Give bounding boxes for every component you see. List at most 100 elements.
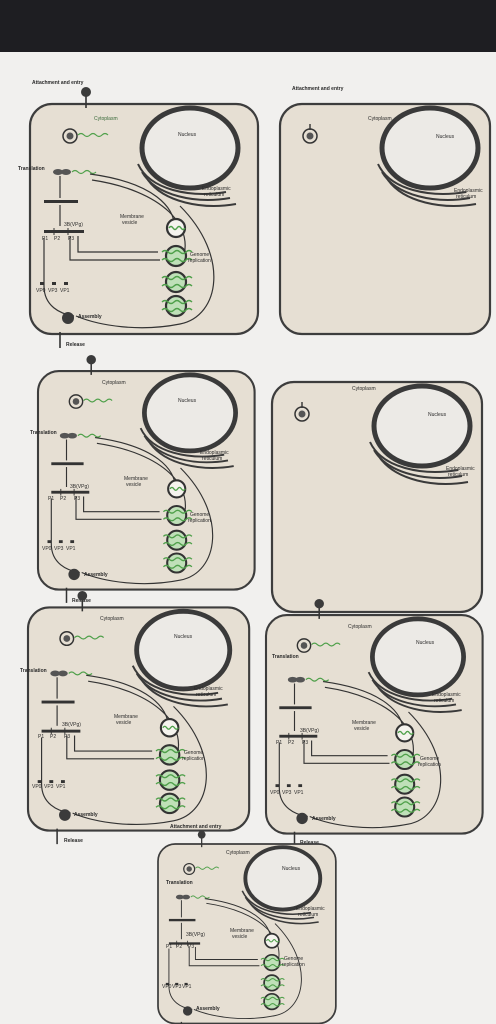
p1-label: P1 xyxy=(276,740,282,746)
genome-label: Genome xyxy=(184,750,203,756)
er-label-2: reticulum xyxy=(448,472,468,478)
vp1-label: VP1 xyxy=(60,288,70,294)
er-label: Endoplasmic xyxy=(446,466,475,472)
release-label: Release xyxy=(66,342,85,348)
p2-label: P2 xyxy=(176,944,182,950)
replication-label: replication xyxy=(188,258,211,264)
er-label-2: reticulum xyxy=(196,692,216,698)
vesicle-label: vesicle xyxy=(116,720,132,726)
polyprotein-label: 3B(VPg) xyxy=(300,728,319,734)
cytoplasm-label: Cytoplasm xyxy=(348,624,372,630)
er-label: Endoplasmic xyxy=(194,686,223,692)
nucleus-label: Nucleus xyxy=(174,634,193,640)
vp3-label: VP3 xyxy=(282,790,292,796)
translation-label: Translation xyxy=(30,430,57,436)
er-label-2: reticulum xyxy=(456,194,476,200)
vp0-label: VP0 xyxy=(32,784,42,790)
panel-6: Cytoplasm Nucleus Translation Endoplasmi… xyxy=(266,599,483,847)
er-label: Endoplasmic xyxy=(432,692,461,698)
cytoplasm-label: Cytoplasm xyxy=(352,386,376,392)
polyprotein-label: 3B(VPg) xyxy=(62,722,81,728)
attachment-label: Attachment and entry xyxy=(170,824,222,830)
vp3-label: VP3 xyxy=(48,288,58,294)
membrane-label: Membrane xyxy=(120,214,144,220)
vp3-label: VP3 xyxy=(54,546,64,552)
p3-label: P3 xyxy=(68,236,74,242)
vesicle-label: vesicle xyxy=(126,482,142,488)
replication-label: replication xyxy=(182,756,205,762)
membrane-label: Membrane xyxy=(230,928,254,934)
er-label: Endoplasmic xyxy=(202,186,231,192)
release-label: Release xyxy=(300,840,319,846)
polyprotein-label: 3B(VPg) xyxy=(64,222,83,228)
membrane-label: Membrane xyxy=(352,720,376,726)
nucleus-label: Nucleus xyxy=(416,640,435,646)
replication-label: replication xyxy=(418,762,441,768)
vesicle-label: vesicle xyxy=(122,220,138,226)
er-label: Endoplasmic xyxy=(200,450,229,456)
p2-label: P2 xyxy=(288,740,294,746)
er-label-2: reticulum xyxy=(204,192,224,198)
polyprotein-label: 3B(VPg) xyxy=(186,932,205,938)
genome-label: Genome xyxy=(420,756,439,762)
virus-life-cycle-diagrams: Attachment and entry Cytoplasm Nucleus T… xyxy=(18,80,496,1024)
vp1-label: VP1 xyxy=(182,984,192,990)
attachment-label: Attachment and entry xyxy=(32,80,84,86)
p1-label: P1 xyxy=(166,944,172,950)
p3-label: P3 xyxy=(64,734,70,740)
p3-label: P3 xyxy=(188,944,194,950)
vp3-label: VP3 xyxy=(44,784,54,790)
genome-label: Genome xyxy=(190,252,209,258)
cytoplasm-label: Cytoplasm xyxy=(94,116,118,122)
membrane-label: Membrane xyxy=(124,476,148,482)
translation-label: Translation xyxy=(166,880,193,886)
panel-5: Cytoplasm Nucleus Translation Endoplasmi… xyxy=(20,591,249,844)
membrane-label: Membrane xyxy=(114,714,138,720)
er-label: Endoplasmic xyxy=(454,188,483,194)
replication-label: replication xyxy=(282,962,305,968)
release-label: Release xyxy=(64,838,83,844)
p3-label: P3 xyxy=(74,496,80,502)
p2-label: P2 xyxy=(60,496,66,502)
vp3-label: VP3 xyxy=(172,984,182,990)
vp1-label: VP1 xyxy=(294,790,304,796)
polyprotein-label: 3B(VPg) xyxy=(70,484,89,490)
assembly-label: Assembly xyxy=(74,812,98,818)
attachment-label: Attachment and entry xyxy=(292,86,344,92)
panel-2: Attachment and entry Cytoplasm Nucleus E… xyxy=(280,86,490,334)
monitor-screen: Attachment and entry Cytoplasm Nucleus T… xyxy=(0,52,496,1024)
p1-label: P1 xyxy=(38,734,44,740)
vp0-label: VP0 xyxy=(162,984,172,990)
p2-label: P2 xyxy=(50,734,56,740)
replication-label: replication xyxy=(188,518,211,524)
genome-label: Genome xyxy=(284,956,303,962)
nucleus-label: Nucleus xyxy=(178,132,197,138)
p2-label: P2 xyxy=(54,236,60,242)
assembly-label: Assembly xyxy=(84,572,108,578)
assembly-label: Assembly xyxy=(78,314,102,320)
translation-label: Translation xyxy=(20,668,47,674)
assembly-label: Assembly xyxy=(312,816,336,822)
er-label-2: reticulum xyxy=(434,698,454,704)
p1-label: P1 xyxy=(42,236,48,242)
vesicle-label: vesicle xyxy=(354,726,370,732)
cytoplasm-label: Cytoplasm xyxy=(368,116,392,122)
panel-3: Cytoplasm Nucleus Translation Endoplasmi… xyxy=(30,355,255,604)
vp0-label: VP0 xyxy=(270,790,280,796)
cytoplasm-label: Cytoplasm xyxy=(100,616,124,622)
nucleus-label: Nucleus xyxy=(178,398,197,404)
panel-7: Attachment and entry Cytoplasm Nucleus T… xyxy=(156,824,338,1024)
er-label-2: reticulum xyxy=(202,456,222,462)
translation-label: Translation xyxy=(18,166,45,172)
er-label-2: reticulum xyxy=(298,912,318,918)
er-label: Endoplasmic xyxy=(296,906,325,912)
nucleus-label: Nucleus xyxy=(436,134,455,140)
assembly-label: Assembly xyxy=(196,1006,220,1012)
genome-label: Genome xyxy=(190,512,209,518)
cytoplasm-label: Cytoplasm xyxy=(226,850,250,856)
panel-1: Attachment and entry Cytoplasm Nucleus T… xyxy=(18,80,258,348)
vp0-label: VP0 xyxy=(42,546,52,552)
translation-label: Translation xyxy=(272,654,299,660)
panel-4: Cytoplasm Nucleus Endoplasmic reticulum xyxy=(272,382,482,612)
vp0-label: VP0 xyxy=(36,288,46,294)
